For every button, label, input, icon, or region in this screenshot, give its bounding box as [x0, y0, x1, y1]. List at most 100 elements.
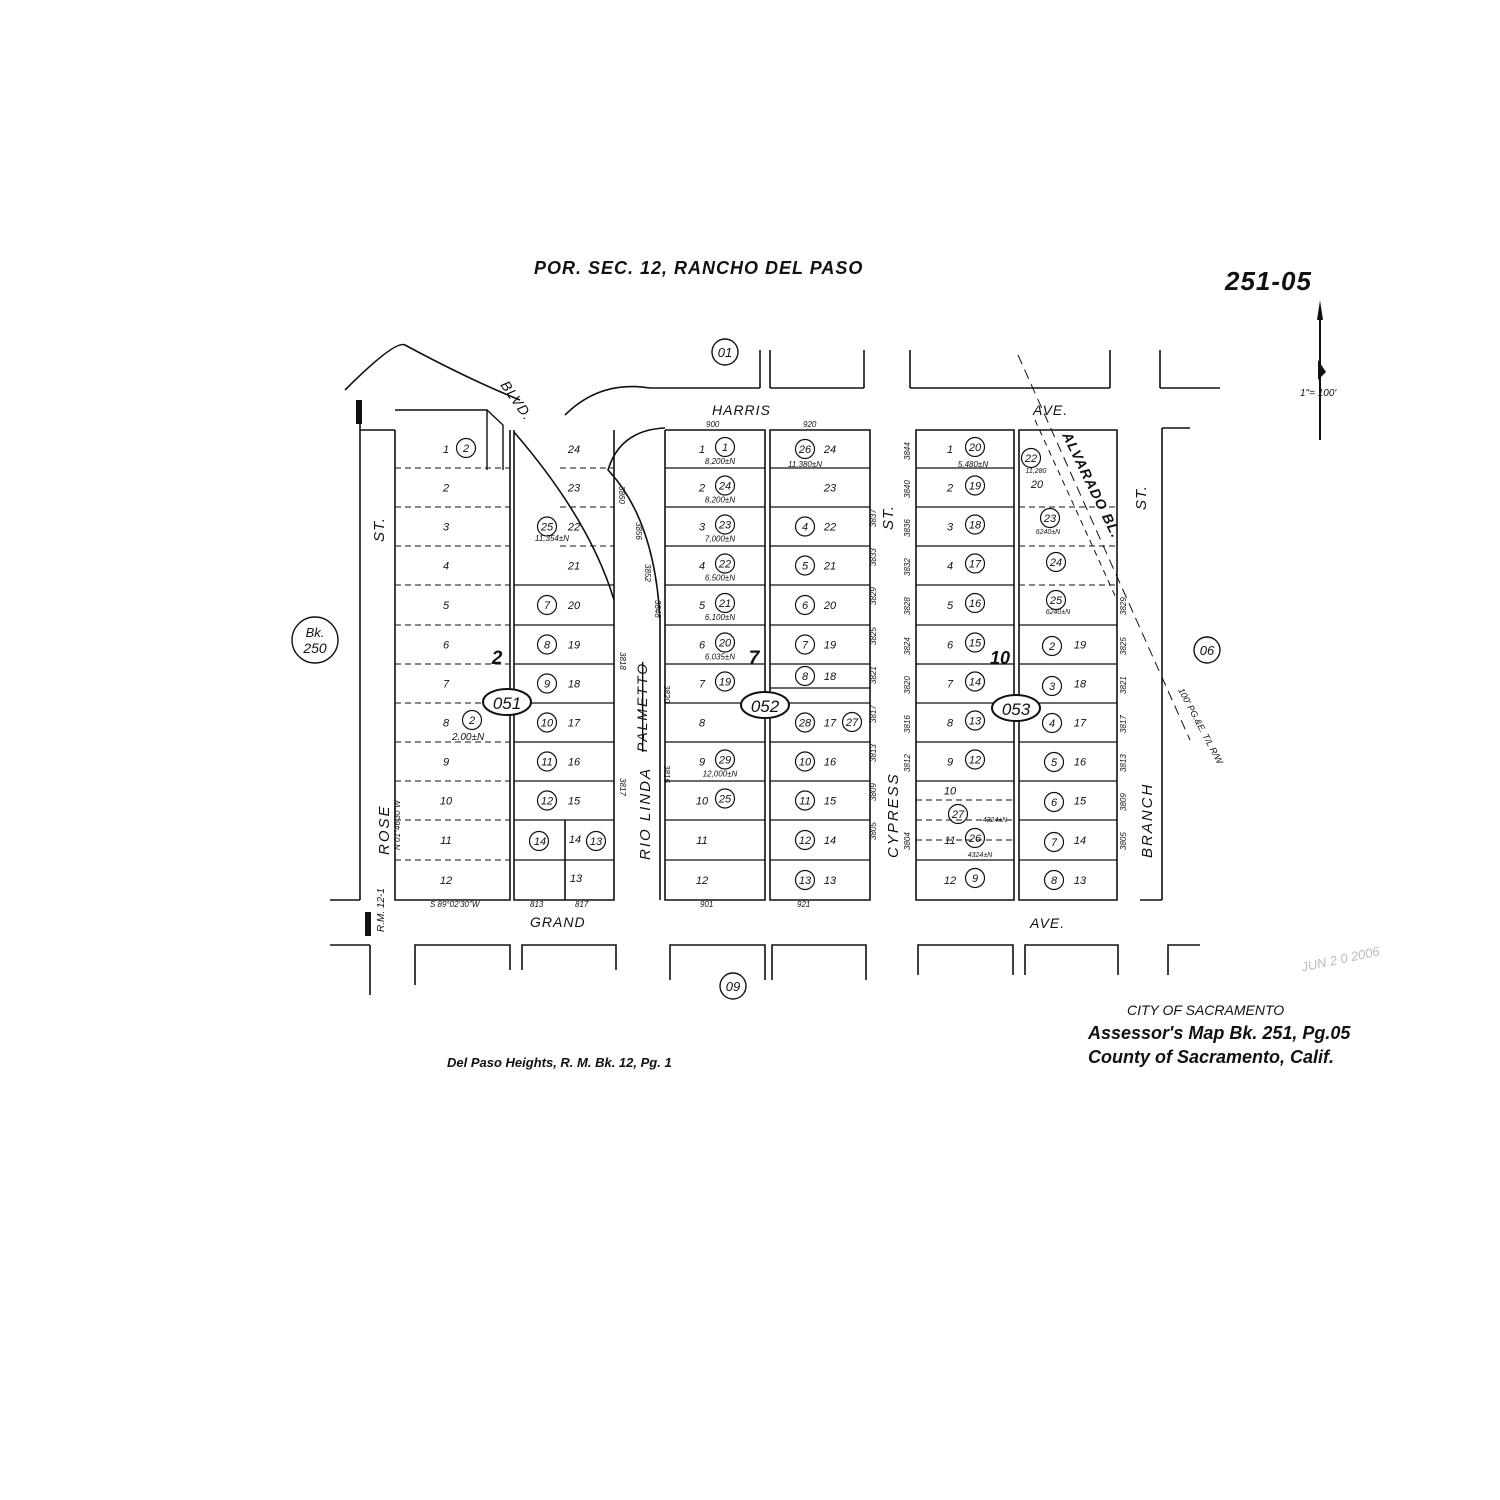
column-d-lots: 2423222120191817161514132645678281011121…	[770, 438, 870, 891]
parcel: 18	[969, 520, 982, 532]
block-2-column-b	[513, 430, 615, 901]
lot-number: 22	[823, 522, 836, 534]
parcel-27-circle	[841, 711, 863, 733]
lot-number: 7	[947, 679, 954, 691]
address-number: 3816	[662, 765, 671, 783]
map-title: POR. SEC. 12, RANCHO DEL PASO	[534, 258, 864, 278]
lot-number: 4	[947, 561, 953, 573]
area-note: 6,100±N	[705, 613, 735, 622]
parcel-circle	[794, 438, 816, 460]
parcel-circle	[964, 514, 986, 535]
parcel: 21	[718, 598, 731, 610]
area-note: 6240±N	[1046, 609, 1071, 616]
parcel-circle	[1020, 447, 1042, 469]
column-c-lots: 123456789101112124232221201929258,200±N8…	[665, 436, 765, 887]
adjacent-west-book: Bk.	[306, 625, 325, 640]
scale-note: 1"= 100'	[1300, 388, 1337, 399]
parcel: 8	[544, 640, 551, 652]
parcel-27-circle	[947, 803, 969, 825]
parcel-circle	[794, 712, 816, 733]
harris-curve-west	[344, 343, 521, 401]
parcel-circle	[794, 829, 816, 851]
parcel-circle	[794, 594, 816, 616]
parcel: 10	[541, 718, 554, 730]
lot-number: 9	[947, 757, 953, 769]
parcel-circle	[1045, 551, 1067, 573]
lot-number: 19	[568, 640, 580, 652]
alvarado-label: ALVARADO BL.	[1059, 428, 1125, 540]
address-number: 3812	[903, 754, 912, 772]
parcel: 11	[799, 796, 810, 808]
cypress-label: CYPRESS	[885, 772, 902, 858]
parcel-circle	[1041, 675, 1063, 697]
parcel-circle	[714, 592, 736, 614]
address-number: 3820	[662, 685, 671, 703]
parcel: 25	[718, 794, 732, 806]
parcel-24-ref: 2	[468, 715, 475, 727]
rm-note: R.M. 12-1	[376, 888, 387, 932]
lot-number: 18	[1074, 679, 1087, 691]
area-note: 6240±N	[1036, 529, 1061, 536]
lot-number: 21	[567, 561, 580, 573]
parcel-circle	[714, 749, 736, 770]
parcel-circle	[964, 436, 986, 458]
address-number: 813	[530, 900, 544, 909]
parcel: 24	[718, 481, 731, 493]
lot-number: 13	[1074, 875, 1087, 887]
lot-number: 5	[947, 600, 954, 612]
address-number: 817	[575, 900, 589, 909]
parcel-circle	[794, 869, 816, 891]
lot-number: 1	[443, 444, 449, 456]
area-note: 11,354±N	[535, 534, 569, 543]
lot-number: 13	[570, 873, 583, 885]
parcel-circle	[964, 475, 986, 496]
parcel-circle	[536, 634, 558, 655]
lot-number: 1	[699, 444, 705, 456]
parcel: 6	[802, 600, 809, 612]
parcel: 3	[1049, 681, 1056, 693]
parcel-27: 27	[845, 717, 859, 729]
address-number: 3817	[869, 705, 878, 723]
parcel: 22	[718, 559, 731, 571]
parcel: 26	[798, 444, 812, 456]
address-number: 3804	[903, 832, 912, 850]
street-edges	[330, 343, 1220, 995]
parcel: 8	[1051, 875, 1058, 887]
parcel: 15	[969, 638, 982, 650]
grand-south-lot	[1024, 944, 1119, 975]
lot-number: 17	[824, 718, 837, 730]
lot-number: 8	[443, 718, 450, 730]
parcel: 25	[1049, 595, 1063, 607]
parcel-circle	[536, 751, 558, 772]
address-number: 3805	[1119, 832, 1128, 850]
blvd-label: BLVD.	[498, 378, 537, 424]
parcel: 9	[544, 679, 550, 691]
address-number: 3813	[1119, 754, 1128, 772]
address-number: 3817	[1119, 715, 1128, 733]
parcel-circle	[1043, 831, 1065, 853]
address-number: 3828	[903, 597, 912, 615]
parcel: 11	[541, 757, 552, 769]
lot-number: 2	[698, 483, 705, 495]
lot-number: 5	[443, 600, 450, 612]
grand-south-lot	[521, 944, 617, 970]
lot-number: 24	[567, 444, 580, 456]
block-7-column-c	[607, 427, 766, 901]
parcel-circle	[964, 671, 986, 692]
parcel-circle	[536, 516, 558, 537]
lot-number: 8	[947, 718, 954, 730]
lot-number: 14	[569, 834, 581, 846]
area-note: 11,380±N	[788, 460, 822, 469]
address-number: 3840	[903, 480, 912, 498]
column-b-lots: 242322212019181716152578910111211,354±N1…	[514, 444, 614, 885]
parcel: 17	[969, 559, 982, 571]
block-052: 052	[751, 697, 780, 716]
block-number-2: 2	[491, 648, 503, 669]
parcel: 1	[722, 442, 728, 454]
area-note: 6,035±N	[705, 653, 735, 662]
rose-label: ROSE	[376, 804, 393, 855]
parcel-circle	[1041, 635, 1063, 657]
lot-number: 20	[823, 600, 837, 612]
